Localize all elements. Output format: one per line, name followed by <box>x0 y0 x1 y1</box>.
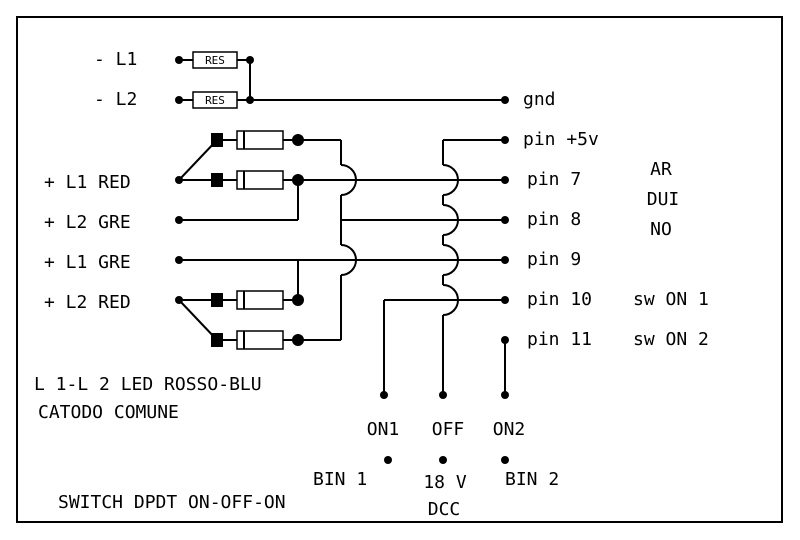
resistor-l1: RES <box>175 51 254 69</box>
label-pin10: pin 10 <box>527 289 592 310</box>
label-18v: 18 V <box>423 472 467 493</box>
board-label-line3: NO <box>650 219 672 240</box>
board-label-line1: AR <box>650 159 672 180</box>
pin-dot-gnd <box>501 96 509 104</box>
label-bin1: BIN 1 <box>313 469 367 490</box>
label-l2-red: + L2 RED <box>44 292 131 313</box>
switch-dot-on2 <box>501 391 509 399</box>
label-off: OFF <box>432 419 465 440</box>
label-bin2: BIN 2 <box>505 469 559 490</box>
label-dcc: DCC <box>428 499 461 520</box>
label-gnd: gnd <box>523 89 556 110</box>
label-pin8: pin 8 <box>527 209 581 230</box>
switch-dot-dcc <box>439 456 447 464</box>
label-l1-red: + L1 RED <box>44 172 131 193</box>
note-common-cathode: CATODO COMUNE <box>38 402 179 423</box>
resistor-l2-label: RES <box>205 94 225 107</box>
wire-pin10 <box>383 299 505 395</box>
switch-dot-off <box>439 391 447 399</box>
label-pin11: pin 11 <box>527 329 592 350</box>
bus-5v <box>442 139 505 395</box>
label-on1: ON1 <box>367 419 400 440</box>
pin-dot-10 <box>501 296 509 304</box>
diode-pair-lower <box>175 290 304 350</box>
note-switch-type: SWITCH DPDT ON-OFF-ON <box>58 492 286 513</box>
note-led-type: L 1-L 2 LED ROSSO-BLU <box>34 374 262 395</box>
pin-dot-11 <box>501 336 509 344</box>
label-pin9: pin 9 <box>527 249 581 270</box>
label-l2-minus: - L2 <box>94 89 137 110</box>
diode-pair-upper <box>175 130 304 190</box>
label-pin-5v: pin +5v <box>523 129 599 150</box>
diagram-border <box>16 16 783 523</box>
label-sw-on1: sw ON 1 <box>633 289 709 310</box>
switch-dot-on1 <box>380 391 388 399</box>
pin-dot-9 <box>501 256 509 264</box>
pin-dot-5v <box>501 136 509 144</box>
label-l1-gre: + L1 GRE <box>44 252 131 273</box>
bus-pin7 <box>298 139 505 341</box>
pin-dot-7 <box>501 176 509 184</box>
switch-dot-bin2 <box>501 456 509 464</box>
pin-dot-8 <box>501 216 509 224</box>
label-pin7: pin 7 <box>527 169 581 190</box>
resistor-l1-label: RES <box>205 54 225 67</box>
label-l1-minus: - L1 <box>94 49 137 70</box>
board-label-line2: DUI <box>647 189 680 210</box>
label-sw-on2: sw ON 2 <box>633 329 709 350</box>
label-on2: ON2 <box>493 419 526 440</box>
label-l2-gre: + L2 GRE <box>44 212 131 233</box>
resistor-l2: RES <box>175 91 254 109</box>
switch-dot-bin1 <box>384 456 392 464</box>
